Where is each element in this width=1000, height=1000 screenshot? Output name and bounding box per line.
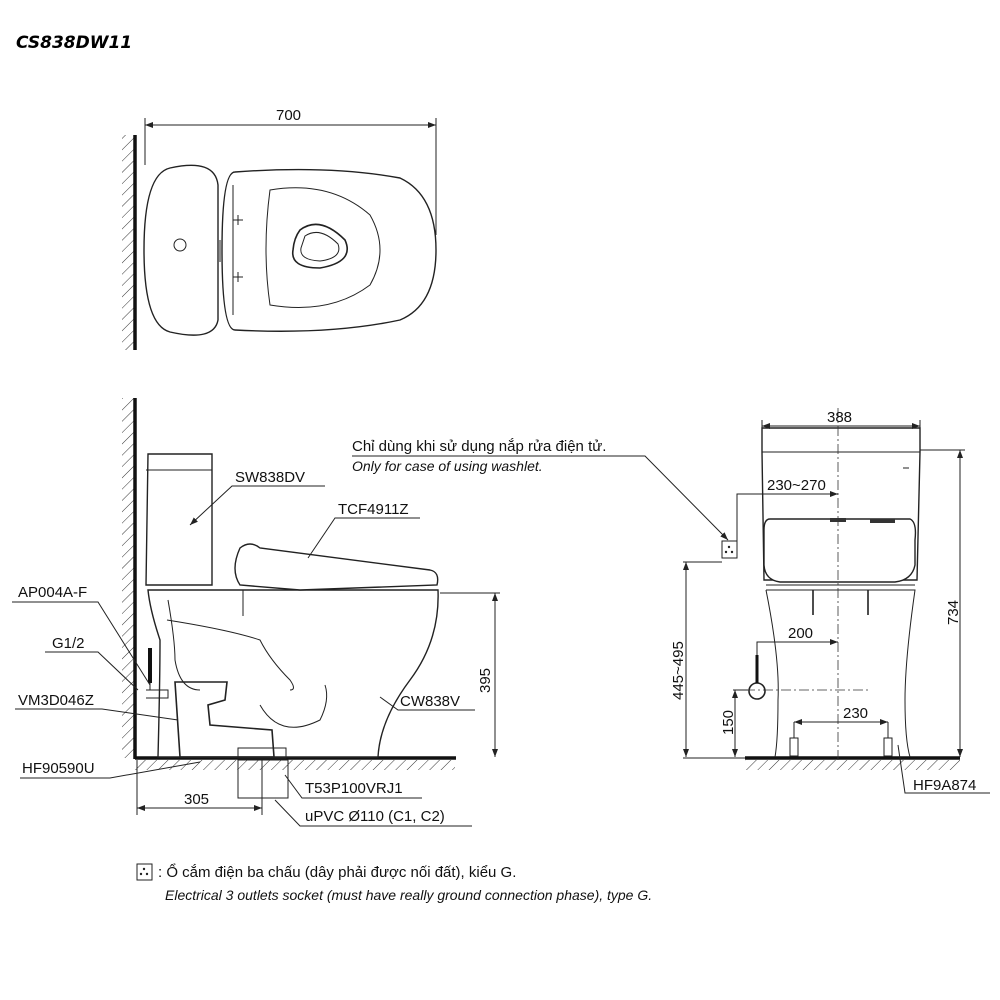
height-dimension: 395 (477, 668, 494, 693)
total-height-dimension: 734 (945, 600, 962, 625)
socket-icon (136, 863, 153, 881)
rough-in-dimension: 305 (184, 791, 209, 808)
washlet-front (763, 518, 917, 583)
washlet-note-vi: Chỉ dùng khi sử dụng nắp rửa điện tử. (352, 438, 606, 455)
tank-top (143, 164, 219, 336)
label-flange: T53P100VRJ1 (305, 780, 403, 797)
bowl-side (147, 589, 439, 758)
bolt-spacing-dimension: 230 (843, 705, 868, 722)
inlet-height-dimension: 150 (720, 710, 737, 735)
socket-height-dimension: 445~495 (670, 641, 687, 700)
tank-side (145, 453, 213, 586)
wall-hatch (122, 135, 134, 350)
socket-offset-dimension: 230~270 (767, 477, 826, 494)
label-tank: SW838DV (235, 469, 305, 486)
label-gasket: HF90590U (22, 760, 95, 777)
label-bowl: CW838V (400, 693, 460, 710)
top-view: 700 (122, 107, 437, 350)
seat-top (221, 168, 437, 332)
label-stop-valve: VM3D046Z (18, 692, 94, 709)
front-view: 388 230~270 734 445~495 150 200 230 HF9A… (670, 408, 990, 794)
label-inlet: G1/2 (52, 635, 85, 652)
front-width-dimension: 388 (827, 409, 852, 426)
footnote-vi: : Ổ cắm điện ba chấu (dây phải được nối … (158, 863, 516, 881)
side-view: 395 305 SW838DV TCF4911Z AP004A-F G1/2 V… (12, 398, 729, 827)
label-seat: TCF4911Z (338, 501, 409, 518)
label-pipe: uPVC Ø110 (C1, C2) (305, 808, 445, 825)
inlet-offset-dimension: 200 (788, 625, 813, 642)
bowl-opening (291, 223, 348, 269)
socket-icon (721, 540, 738, 559)
flush-button (173, 238, 187, 252)
footnote-en: Electrical 3 outlets socket (must have r… (165, 887, 652, 903)
footnote: : Ổ cắm điện ba chấu (dây phải được nối … (136, 863, 652, 903)
water-inlet (748, 682, 766, 700)
width-dimension: 700 (276, 107, 301, 124)
washlet-note-en: Only for case of using washlet. (352, 458, 543, 474)
washlet-seat-side (234, 543, 439, 591)
label-bolt: HF9A874 (913, 777, 976, 794)
model-title: CS838DW11 (16, 33, 132, 53)
label-fill-valve: AP004A-F (18, 584, 87, 601)
